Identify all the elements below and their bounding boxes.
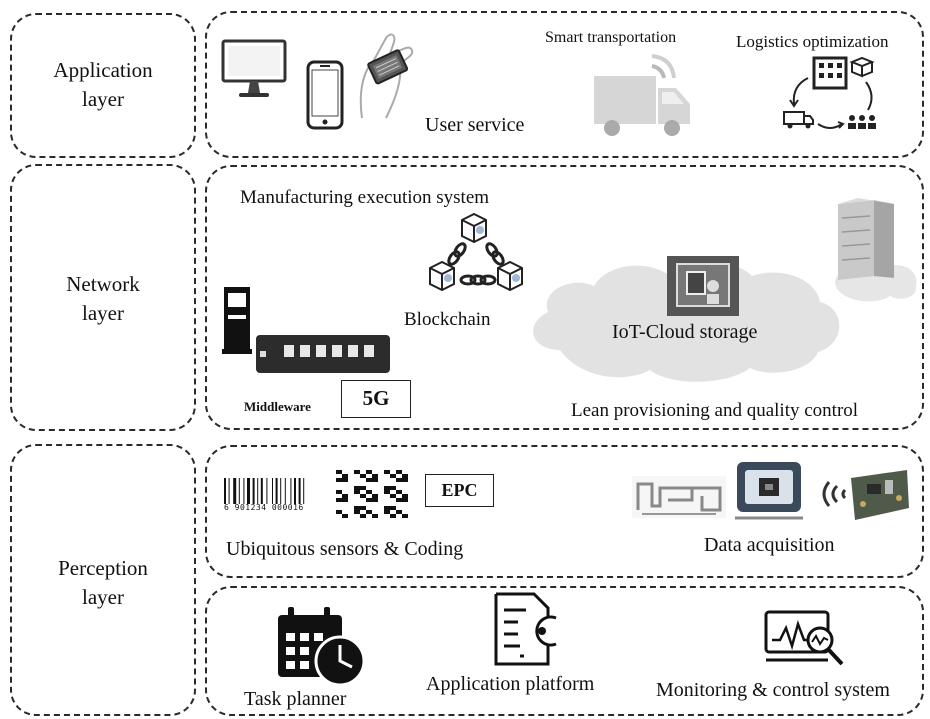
data-acquisition-label: Data acquisition bbox=[704, 534, 835, 556]
blockchain-label: Blockchain bbox=[404, 309, 491, 330]
perception-platform-panel bbox=[205, 586, 924, 716]
lean-provisioning-label: Lean provisioning and quality control bbox=[571, 400, 859, 421]
iot-device-icon bbox=[667, 256, 739, 316]
hand-rfid-tag-icon bbox=[359, 33, 414, 119]
perception-sensing-panel bbox=[205, 445, 924, 578]
kiosk-terminal-icon bbox=[222, 287, 252, 354]
task-planner-label: Task planner bbox=[244, 688, 347, 710]
perception-layer-box bbox=[10, 444, 196, 716]
monitoring-screen-icon bbox=[764, 610, 844, 666]
application-panel bbox=[205, 11, 924, 158]
logistics-optimization-label: Logistics optimization bbox=[736, 32, 889, 51]
network-layer-label: Network layer bbox=[66, 272, 140, 325]
rfid-reader-chip-icon bbox=[735, 462, 803, 520]
smart-transportation-label: Smart transportation bbox=[545, 29, 677, 46]
qr-code-icon bbox=[336, 470, 408, 518]
application-layer-label: Application layer bbox=[53, 58, 153, 111]
barcode-number: 6 901234 000016 bbox=[224, 503, 304, 512]
middleware-label: Middleware bbox=[244, 399, 311, 414]
network-layer-box bbox=[10, 164, 196, 431]
epc-badge: EPC bbox=[425, 474, 494, 507]
blockchain-icon bbox=[429, 212, 523, 292]
logistics-cycle-icon bbox=[783, 56, 876, 129]
iot-cloud-label: IoT-Cloud storage bbox=[612, 321, 758, 343]
wireless-sensor-board-icon bbox=[822, 470, 909, 520]
cloud-icon bbox=[533, 261, 840, 382]
network-panel bbox=[205, 165, 924, 430]
ubiquitous-sensors-label: Ubiquitous sensors & Coding bbox=[226, 538, 464, 560]
application-layer-box bbox=[10, 13, 196, 158]
5g-badge: 5G bbox=[341, 380, 411, 418]
perception-layer-label: Perception layer bbox=[58, 556, 148, 609]
delivery-truck-icon bbox=[594, 54, 690, 136]
monitoring-control-label: Monitoring & control system bbox=[656, 679, 890, 701]
smartphone-icon bbox=[306, 60, 344, 130]
mes-label: Manufacturing execution system bbox=[240, 187, 490, 208]
barcode-icon bbox=[224, 478, 305, 504]
application-platform-label: Application platform bbox=[426, 673, 595, 695]
desktop-monitor-icon bbox=[221, 39, 287, 97]
rfid-antenna-icon bbox=[632, 476, 726, 518]
server-cloud-icon bbox=[835, 198, 917, 302]
application-platform-icon bbox=[494, 592, 557, 666]
network-switch-icon bbox=[256, 335, 390, 373]
user-service-label: User service bbox=[425, 114, 525, 136]
task-planner-calendar-icon bbox=[278, 607, 366, 687]
